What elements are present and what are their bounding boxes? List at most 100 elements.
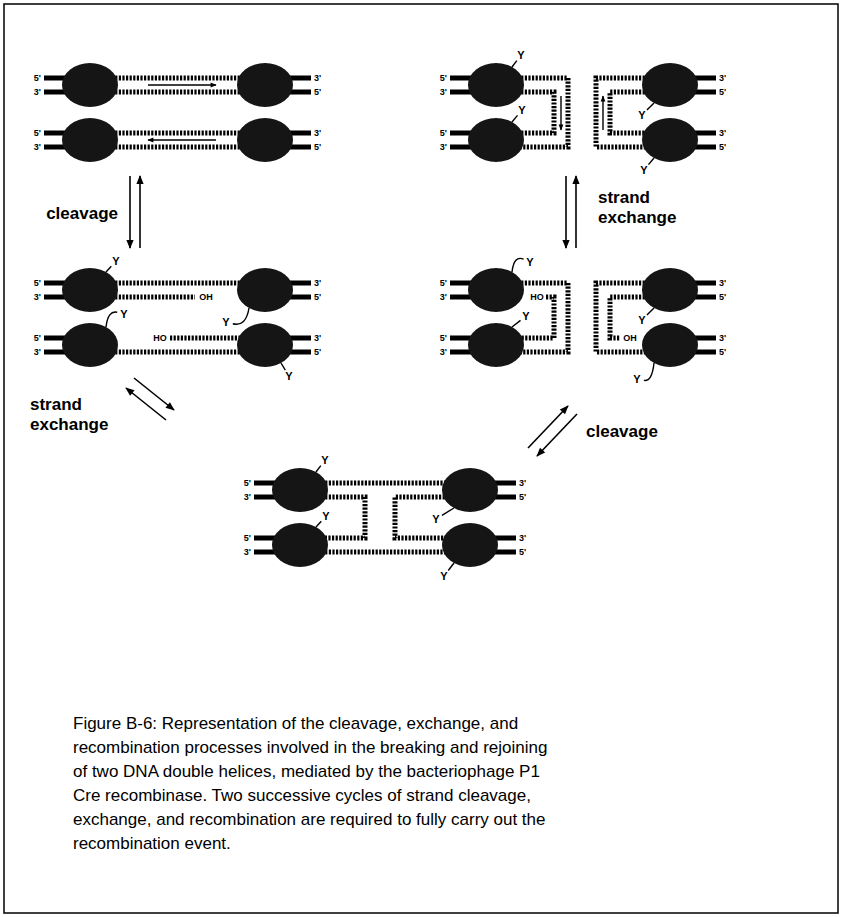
strand-end-label: 5' xyxy=(440,73,447,83)
tyrosine-link xyxy=(316,466,321,472)
cre-subunit xyxy=(642,63,698,107)
strand-end-label: 5' xyxy=(314,142,321,152)
cre-subunit xyxy=(272,468,328,512)
strand-end-label: 5' xyxy=(314,347,321,357)
strand-end-label: 3' xyxy=(244,492,251,502)
cre-subunit xyxy=(237,323,293,367)
strand-end-label: 3' xyxy=(314,278,321,288)
strand-end-label: 5' xyxy=(34,128,41,138)
strand-end-label: 3' xyxy=(34,347,41,357)
cre-subunit xyxy=(442,468,498,512)
strand-end-label: 3' xyxy=(34,87,41,97)
hydroxyl-label: HO xyxy=(530,292,544,302)
strand-end-label: 5' xyxy=(244,478,251,488)
figure-caption: Figure B-6: Representation of the cleava… xyxy=(73,712,563,856)
figure-frame xyxy=(4,4,838,913)
cre-subunit xyxy=(62,63,118,107)
strand-end-label: 3' xyxy=(719,333,726,343)
tyrosine-label: Y xyxy=(522,310,529,323)
strand-end-label: 5' xyxy=(440,333,447,343)
strand-end-label: 5' xyxy=(314,87,321,97)
tyrosine-link xyxy=(281,363,285,370)
tyrosine-label: Y xyxy=(432,513,439,526)
strand-end-label: 3' xyxy=(244,547,251,557)
tyrosine-label: Y xyxy=(517,49,524,62)
process-step-label: cleavage xyxy=(586,422,658,442)
tyrosine-link xyxy=(644,363,654,381)
process-arrow xyxy=(129,176,131,248)
process-arrow xyxy=(126,388,166,420)
process-arrows xyxy=(126,176,577,456)
process-step-label: strand exchange xyxy=(598,188,690,227)
strand-end-label: 5' xyxy=(244,533,251,543)
process-arrow xyxy=(528,406,568,448)
strand-end-label: 3' xyxy=(719,73,726,83)
strand-end-label: 3' xyxy=(440,87,447,97)
strand-end-label: 3' xyxy=(719,278,726,288)
strand-end-label: 3' xyxy=(34,292,41,302)
cre-subunit xyxy=(442,523,498,567)
tyrosine-link xyxy=(647,308,654,315)
cre-subunit xyxy=(642,323,698,367)
tyrosine-link xyxy=(442,508,454,515)
cre-subunit xyxy=(237,118,293,162)
cre-subunit xyxy=(272,523,328,567)
strand-end-label: 3' xyxy=(34,142,41,152)
tyrosine-link xyxy=(512,61,517,67)
strand-end-label: 5' xyxy=(34,333,41,343)
strand-end-label: 5' xyxy=(314,292,321,302)
tyrosine-label: Y xyxy=(440,570,447,583)
recombinase-subunits xyxy=(62,63,698,567)
tyrosine-link xyxy=(106,312,117,327)
process-step-label: cleavage xyxy=(46,204,118,224)
cre-subunit xyxy=(237,268,293,312)
strand-end-label: 5' xyxy=(440,128,447,138)
strand-end-label: 5' xyxy=(719,292,726,302)
dna-strands xyxy=(44,78,716,552)
cre-subunit xyxy=(468,323,524,367)
tyrosine-label: Y xyxy=(640,164,647,177)
tyrosine-link xyxy=(512,115,518,122)
cre-subunit xyxy=(468,63,524,107)
tyrosine-link xyxy=(647,103,654,110)
cre-subunit xyxy=(62,323,118,367)
process-arrow xyxy=(139,176,141,248)
hydroxyl-label: OH xyxy=(623,333,637,343)
strand-end-label: 3' xyxy=(519,533,526,543)
strand-end-label: 5' xyxy=(519,492,526,502)
strand-end-label: 3' xyxy=(440,347,447,357)
tyrosine-link xyxy=(233,308,249,324)
direction-arrow xyxy=(148,84,216,85)
strand-end-label: 5' xyxy=(719,87,726,97)
tyrosine-label: Y xyxy=(285,370,292,383)
cre-subunit xyxy=(237,63,293,107)
process-arrow xyxy=(565,176,567,248)
tyrosine-label: Y xyxy=(321,454,328,467)
tyrosine-label: Y xyxy=(638,109,645,122)
tyrosine-label: Y xyxy=(322,510,329,523)
tyrosine-label: Y xyxy=(120,308,127,321)
cre-subunit xyxy=(642,118,698,162)
strand-end-label: 5' xyxy=(440,278,447,288)
process-step-label: strand exchange xyxy=(30,395,122,434)
strand-end-label: 3' xyxy=(719,128,726,138)
tyrosine-link xyxy=(106,266,111,272)
tyrosine-link xyxy=(648,158,654,165)
strand-end-label: 5' xyxy=(34,278,41,288)
strand-end-label: 5' xyxy=(34,73,41,83)
process-arrow xyxy=(134,378,174,410)
tyrosine-link xyxy=(512,320,520,327)
direction-arrow xyxy=(148,139,216,140)
strand-end-label: 3' xyxy=(314,333,321,343)
process-arrow xyxy=(537,414,577,456)
hydroxyl-label: HO xyxy=(153,333,167,343)
cre-subunit xyxy=(62,268,118,312)
process-arrow xyxy=(575,176,577,248)
tyrosine-label: Y xyxy=(526,256,533,269)
strand-end-label: 3' xyxy=(314,128,321,138)
tyrosine-label: Y xyxy=(638,314,645,327)
direction-arrow xyxy=(560,96,561,130)
tyrosine-link xyxy=(512,258,524,272)
tyrosine-label: Y xyxy=(633,373,640,386)
